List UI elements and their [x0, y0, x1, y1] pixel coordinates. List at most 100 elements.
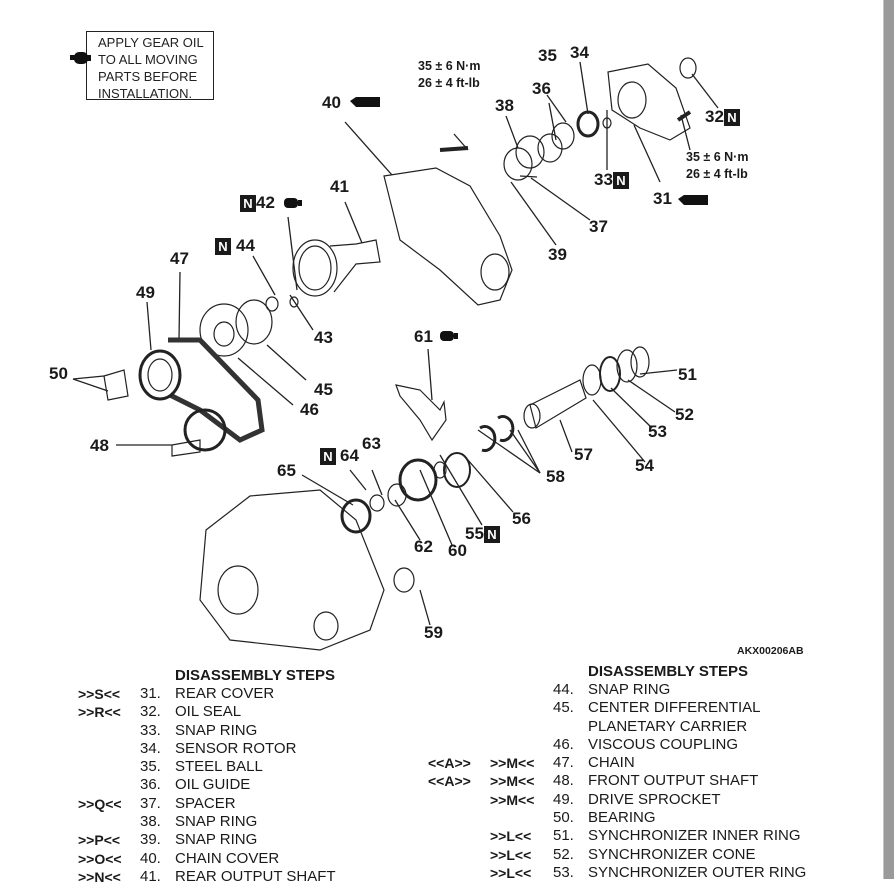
step-row: 38. SNAP RING — [78, 813, 398, 831]
step-name: CHAIN — [588, 754, 635, 772]
steps-title: DISASSEMBLY STEPS — [175, 667, 336, 684]
step-name: SNAP RING — [175, 721, 258, 739]
step-name: REAR COVER — [175, 685, 275, 702]
step-number: 40. — [140, 849, 161, 867]
new-part-badge: N — [612, 172, 629, 190]
new-part-badge: N — [320, 448, 336, 466]
step-number: 47. — [553, 754, 574, 772]
callout-45: 45 — [314, 380, 333, 399]
callout-50: 50 — [49, 364, 68, 383]
step-row: <<A>> >>M<< 47. CHAIN — [428, 754, 848, 772]
step-row: >>L<<53.SYNCHRONIZER OUTER RING — [428, 864, 848, 882]
callout-number: 33 — [594, 170, 613, 189]
step-number: 38. — [140, 813, 161, 831]
callout-number: 44 — [236, 236, 255, 255]
step-row: >>O<< 40. CHAIN COVER — [78, 850, 398, 868]
step-number: 41. — [140, 867, 161, 885]
callout-41: 41 — [330, 177, 349, 196]
callout-49: 49 — [136, 283, 155, 302]
callout-36: 36 — [532, 79, 551, 98]
disassembly-steps-left: DISASSEMBLY STEPS >>S<<31.REAR COVER>>R<… — [78, 667, 398, 886]
step-number: 32. — [140, 703, 161, 721]
step-name: REAR OUTPUT SHAFT — [175, 867, 336, 885]
transfer-case-housing — [199, 489, 385, 651]
callout-34: 34 — [570, 43, 589, 62]
callout-54: 54 — [635, 456, 654, 475]
step-number: 51. — [553, 827, 574, 845]
new-part-badge: N — [723, 109, 740, 127]
step-number: 31. — [140, 685, 161, 702]
callout-number: 64 — [340, 446, 359, 465]
step-row: 33.SNAP RING — [78, 722, 398, 740]
callout-46: 46 — [300, 400, 319, 419]
step-row: >>S<< 31. REAR COVER — [78, 685, 398, 703]
step-row: 34. SENSOR ROTOR — [78, 740, 398, 758]
rear-cover-part — [607, 63, 691, 141]
torque-spec-chain-cover: 35 ± 6 N·m 26 ± 4 ft-lb — [418, 59, 481, 90]
callout-31: 31 — [653, 189, 672, 208]
step-name: OIL SEAL — [175, 703, 242, 721]
figure-code: AKX00206AB — [737, 645, 804, 657]
callout-60: 60 — [448, 541, 467, 560]
step-row: 46.VISCOUS COUPLING — [428, 736, 848, 754]
step-mark: >>L<< — [490, 828, 532, 845]
step-mark: >>M<< — [490, 773, 535, 790]
step-mark-a: <<A>> — [428, 773, 471, 790]
step-row: >>N<<41.REAR OUTPUT SHAFT — [78, 868, 398, 886]
step-name: CHAIN COVER — [175, 849, 280, 867]
step-row: <<A>>>>M<<48.FRONT OUTPUT SHAFT — [428, 772, 848, 790]
step-number: 37. — [140, 794, 161, 812]
step-row: 35.STEEL BALL — [78, 758, 398, 776]
step-mark: >>M<< — [490, 755, 535, 772]
step-name: FRONT OUTPUT SHAFT — [588, 772, 759, 790]
synchronizer-sleeve-part — [529, 379, 587, 429]
callout-61: 61 — [414, 327, 433, 346]
step-mark: >>O<< — [78, 850, 122, 867]
exploded-view-diagram — [72, 57, 719, 651]
callout-59: 59 — [424, 623, 443, 642]
step-mark: >>S<< — [78, 686, 121, 702]
step-name: SNAP RING — [588, 681, 671, 698]
step-number: 49. — [553, 790, 574, 808]
callout-63: 63 — [362, 434, 381, 453]
step-row: 44. SNAP RING — [428, 681, 848, 699]
step-number: 44. — [553, 681, 574, 698]
step-mark: >>P<< — [78, 832, 121, 849]
step-name: DRIVE SPROCKET — [588, 790, 721, 808]
step-mark: >>Q<< — [78, 795, 122, 812]
step-name: SNAP RING — [175, 831, 258, 849]
gear-oil-note-text: APPLY GEAR OIL TO ALL MOVING PARTS BEFOR… — [98, 35, 204, 101]
step-row: >>L<<52.SYNCHRONIZER CONE — [428, 846, 848, 864]
step-name: SYNCHRONIZER OUTER RING — [588, 863, 807, 881]
step-number: 50. — [553, 809, 574, 827]
callout-43: 43 — [314, 328, 333, 347]
gear-oil-can-icon — [70, 52, 91, 64]
callout-65: 65 — [277, 461, 296, 480]
step-mark-a: <<A>> — [428, 755, 471, 772]
step-number: 34. — [140, 739, 161, 757]
step-name: OIL GUIDE — [175, 776, 251, 794]
step-row: >>R<< 32. OIL SEAL — [78, 703, 398, 721]
new-part-badge: N — [240, 195, 256, 213]
step-mark: >>R<< — [78, 704, 121, 721]
chain-part — [168, 337, 265, 443]
step-row: >>L<< 51. SYNCHRONIZER INNER RING — [428, 827, 848, 845]
step-row: 50.BEARING — [428, 809, 848, 827]
callout-37: 37 — [589, 217, 608, 236]
leader-lines — [72, 61, 719, 626]
step-number: 46. — [553, 735, 574, 753]
step-name: SNAP RING — [175, 813, 258, 831]
step-row: 45.CENTER DIFFERENTIAL — [428, 699, 848, 717]
step-name: SENSOR ROTOR — [175, 739, 297, 757]
step-number: 35. — [140, 758, 161, 776]
step-name: SPACER — [175, 794, 236, 812]
step-name: SYNCHRONIZER INNER RING — [588, 827, 801, 845]
step-name: PLANETARY CARRIER — [588, 717, 748, 735]
step-row: >>Q<< 37. SPACER — [78, 795, 398, 813]
step-mark: >>L<< — [490, 864, 532, 881]
new-part-badge: N — [483, 526, 500, 544]
